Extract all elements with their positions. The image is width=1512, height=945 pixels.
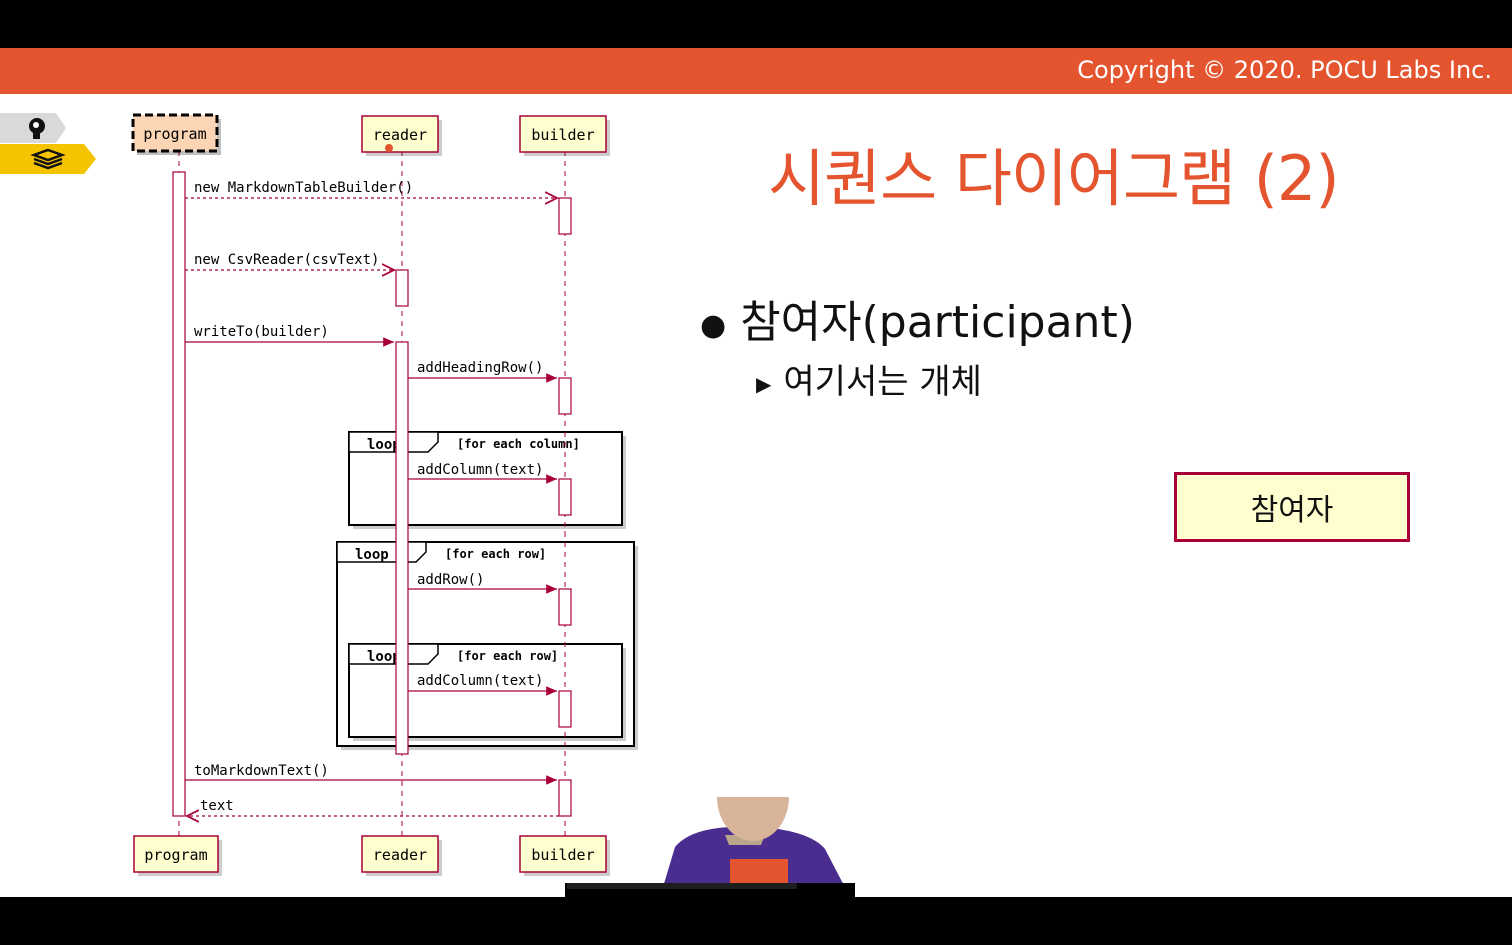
loop-frame-column: loop [for each column] <box>348 431 626 529</box>
participant-program-bottom: program <box>133 835 222 876</box>
slide: program reader builder loop [for each co… <box>0 94 1512 897</box>
message-6: addRow() <box>408 572 557 594</box>
loop-label: loop <box>367 649 401 665</box>
activation-reader-1 <box>395 269 409 307</box>
copyright-text: Copyright © 2020. POCU Labs Inc. <box>1077 56 1492 84</box>
triangle-bullet-icon: ▶ <box>756 371 772 396</box>
participant-program-top: program <box>131 113 221 155</box>
message-label: new CsvReader(csvText) <box>194 252 379 268</box>
header-banner: Copyright © 2020. POCU Labs Inc. <box>0 48 1512 94</box>
message-4: addHeadingRow() <box>408 360 557 383</box>
bullet-text: 참여자(participant) <box>740 297 1135 348</box>
bullet-level-1: ● 참여자(participant) <box>700 286 1135 350</box>
stack-icon <box>30 148 66 170</box>
message-label: writeTo(builder) <box>194 324 329 340</box>
sequence-diagram: program reader builder loop [for each co… <box>131 113 638 876</box>
message-label: new MarkdownTableBuilder() <box>194 180 413 196</box>
loop-label: loop <box>355 547 389 563</box>
loop-guard: [for each column] <box>457 437 580 451</box>
bottom-black-bar <box>0 897 1512 945</box>
participant-reader-bottom: reader <box>361 835 442 876</box>
shirt-logo <box>730 859 788 883</box>
loop-frame-row-inner: loop [for each row] <box>348 643 626 741</box>
message-9: text <box>187 798 559 816</box>
activation-reader-2 <box>395 341 409 755</box>
bullet-level-2: ▶ 여기서는 개체 <box>756 354 982 403</box>
message-label: text <box>200 798 234 814</box>
slide-title: 시퀀스 다이어그램 (2) <box>768 142 1340 215</box>
message-label: addColumn(text) <box>417 462 543 478</box>
participant-reader-top: reader <box>361 115 442 156</box>
activation-program <box>172 171 186 817</box>
message-label: addHeadingRow() <box>417 360 543 376</box>
activation-builder <box>558 478 572 516</box>
message-7: addColumn(text) <box>408 673 557 696</box>
participant-example-box: 참여자 <box>1174 472 1410 542</box>
message-2: new CsvReader(csvText) <box>185 252 394 270</box>
loop-label: loop <box>367 437 401 453</box>
head-gear-icon <box>29 118 45 139</box>
loop-guard: [for each row] <box>457 649 558 663</box>
activation-builder <box>558 779 572 817</box>
participant-label: builder <box>531 846 594 864</box>
message-label: addRow() <box>417 572 484 588</box>
message-8: toMarkdownText() <box>185 763 557 785</box>
participant-label: reader <box>373 126 427 144</box>
participant-example-label: 참여자 <box>1250 493 1334 528</box>
message-label: toMarkdownText() <box>194 763 329 779</box>
message-3: writeTo(builder) <box>185 324 394 347</box>
loop-guard: [for each row] <box>445 547 546 561</box>
message-5: addColumn(text) <box>408 462 557 484</box>
message-label: addColumn(text) <box>417 673 543 689</box>
participant-label: program <box>144 846 207 864</box>
tab-stack[interactable] <box>0 144 96 174</box>
activation-builder <box>558 588 572 626</box>
top-black-bar <box>0 0 1512 48</box>
activation-builder <box>558 690 572 728</box>
bullet-dot-icon: ● <box>700 307 727 343</box>
participant-label: builder <box>531 126 594 144</box>
bullet-text: 여기서는 개체 <box>783 362 982 402</box>
tab-head-gear[interactable] <box>0 113 66 143</box>
participant-builder-top: builder <box>519 115 610 156</box>
message-1: new MarkdownTableBuilder() <box>185 180 557 198</box>
activation-builder <box>558 197 572 235</box>
presenter-video <box>565 797 855 897</box>
cursor-dot <box>385 144 393 152</box>
activation-builder <box>558 377 572 415</box>
participant-label: reader <box>373 846 427 864</box>
participant-label: program <box>143 125 206 143</box>
participant-builder-bottom: builder <box>519 835 610 876</box>
